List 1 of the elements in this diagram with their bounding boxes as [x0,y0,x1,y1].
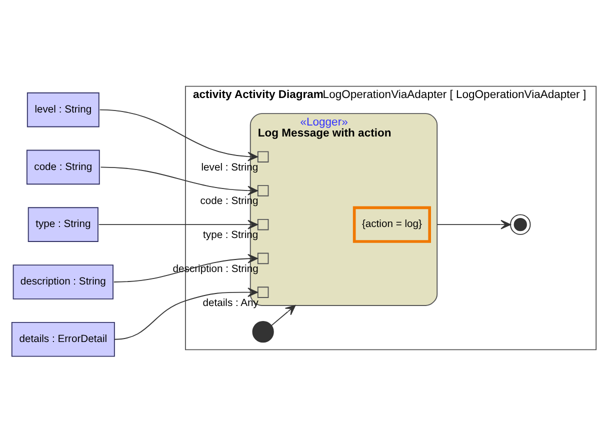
node-label: details : Any [202,298,258,309]
